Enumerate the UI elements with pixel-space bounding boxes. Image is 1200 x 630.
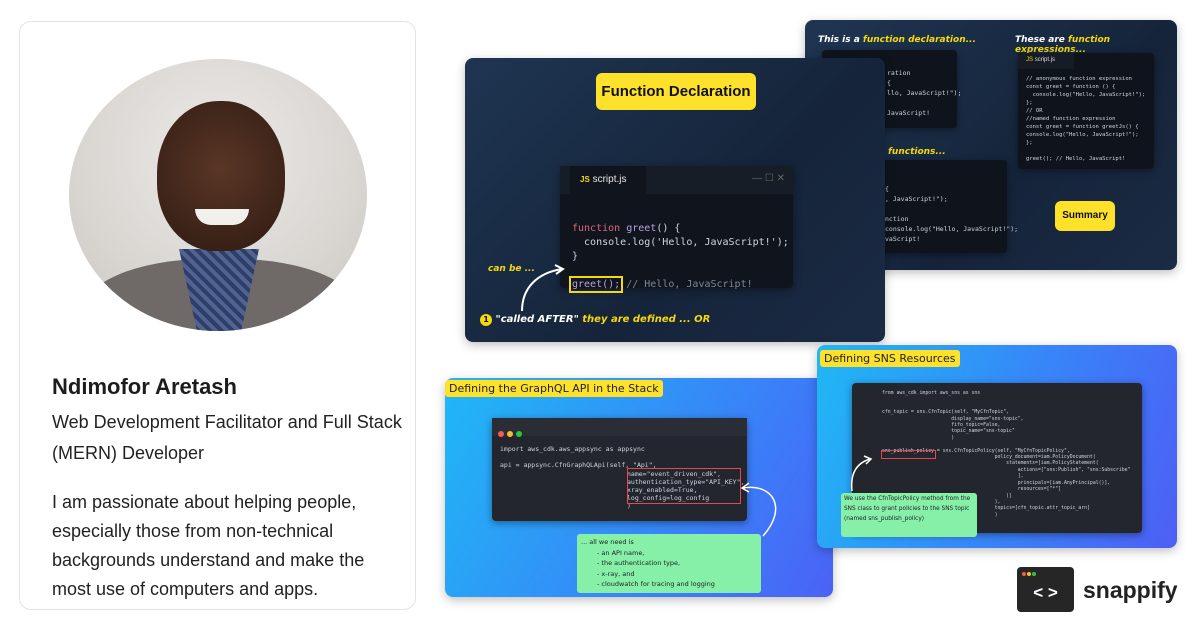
window-controls[interactable]: — ☐ ✕ [752,173,785,184]
code-line: statements=[iam.PolicyStatement( [1006,461,1099,467]
code-line: vaScript! [885,235,921,243]
code-line [1026,147,1029,155]
code-line: const greet = function () { [1026,84,1116,90]
summary-button[interactable]: Summary [1055,201,1115,231]
code-line: topics=[cfn_topic.attr_topic_arn] [994,506,1090,512]
code-line: ], [1017,474,1024,480]
code-line: ) [951,435,955,441]
sns-title: Defining SNS Resources [820,350,960,367]
code-line: display_name="sns-topic", [951,416,1024,422]
graphql-title: Defining the GraphQL API in the Stack [445,380,663,397]
code-line: api = appsync.CfnGraphQLApi(self, "Api", [500,461,657,470]
declaration-title: Function Declaration [596,73,756,110]
arrow-icon [850,455,873,492]
code-line: authentication_type="API_KEY", [627,477,745,486]
code-line: nction [885,215,909,223]
code-line: name="event_driven_cdk", [627,469,721,478]
can-be-note: can be ... [488,264,535,274]
arrow-icon [740,482,777,537]
code-line: ), [994,499,1001,505]
code-line: xray_enabled=True, [627,486,698,495]
code-line: { [885,185,889,193]
code-line: JavaScript! [887,109,931,117]
greet-call-highlight: greet(); [568,276,624,293]
window-dots [492,418,747,437]
code-line: }; [1026,100,1033,106]
code-line [882,397,885,403]
code-line: ... all we need is [581,538,634,546]
sns-card: Defining SNS Resources from aws_cdk impo… [817,345,1177,548]
profile-bio: I am passionate about helping people, es… [52,492,365,599]
code-brackets-icon: < > [1017,567,1074,612]
code-line: principals=[iam.AnyPrincipal()], [1017,480,1111,486]
code-line: resources=["*"] [1017,487,1062,493]
code-line [885,174,889,184]
code-line [882,442,885,448]
graphql-note: ... all we need is - an API name, - the au… [577,534,761,593]
code-window-graphql: import aws_cdk.aws_appsync as appsync ap… [492,418,747,521]
code-line: cfn_topic = sns.CfnTopic(self, "MyCfnTop… [882,410,1010,416]
called-after-note: 1 "called AFTER" they are defined ... OR [480,314,710,326]
code-line: }; [1026,140,1033,146]
code-line: console.log("Hello, JavaScript!"); [885,225,1019,233]
code-window-expressions: JS script.js // anonymous function expre… [1018,53,1154,169]
code-line: policy_document=iam.PolicyDocument( [994,455,1096,461]
code-line [887,98,891,108]
params-highlight [627,468,741,504]
code-line: llo, JavaScript!"); [887,89,962,97]
declaration-card: Function Declaration JS script.js — ☐ ✕ … [465,58,885,342]
code-line: )] [1006,493,1012,499]
avatar [69,59,367,331]
profile-card: Ndimofor Aretash Web Development Facilit… [19,21,416,610]
code-line: greet(); // Hello, JavaScript! [1026,156,1126,162]
brand-name: snappify [1083,577,1178,603]
graphql-card: Defining the GraphQL API in the Stack im… [445,378,833,597]
code-window: JS script.js — ☐ ✕ function greet() { co… [560,166,793,293]
code-line: const greet = function greetJs() { [1026,124,1139,130]
profile-name: Ndimofor Aretash [52,374,237,399]
code-line: //named function expression [1026,116,1116,122]
code-line: ) [994,512,998,518]
code-line: , JavaScript!"); [885,195,948,203]
code-line: topic_name="sns-topic" [951,429,1015,435]
code-line: // OR [1026,108,1043,114]
code-line: ) [627,502,631,511]
code-line: ration [887,69,911,77]
sns-note: We use the CfnTopicPolicy method from th… [841,493,977,537]
code-line: - an API name, [597,548,645,557]
code-line: console.log("Hello, JavaScript!"); [1026,132,1139,138]
code-line: console.log("Hello, JavaScript!"); [1032,92,1146,98]
arrow-icon [521,264,565,312]
tab-script-js[interactable]: JS script.js [570,166,646,194]
code-window-hoisting: { , JavaScript!"); nction console.log("Hel… [875,160,1018,253]
code-line: from aws_cdk import aws_sns as sns [882,391,981,396]
code-line: fifo_topic=False, [951,423,1001,429]
code-line: sns_publish_policy = sns.CfnTopicPolicy(… [882,448,1070,454]
code-line: log_config=log_config [627,494,710,503]
tab-script-js[interactable]: JS script.js [1018,53,1074,69]
heading-functions: functions... [888,147,946,157]
heading-declaration: This is a function declaration... [818,35,976,45]
code-line [500,453,504,461]
code-line: import aws_cdk.aws_appsync as appsync [500,445,645,453]
profile-role: Web Development Facilitator and Full Sta… [52,412,402,463]
code-line: // anonymous function expression [1026,76,1132,82]
policy-highlight [881,450,936,459]
code-line: - x-ray, and [597,569,635,578]
code-line: actions=["sns:Publish", "sns:Subscribe" [1017,467,1131,473]
code-line [885,204,889,214]
code-line: - cloudwatch for tracing and logging [597,580,715,588]
heading-expressions: These are function expressions... [1015,35,1111,55]
code-line: - the authentication type, [597,559,681,567]
code-line: { [887,79,891,87]
